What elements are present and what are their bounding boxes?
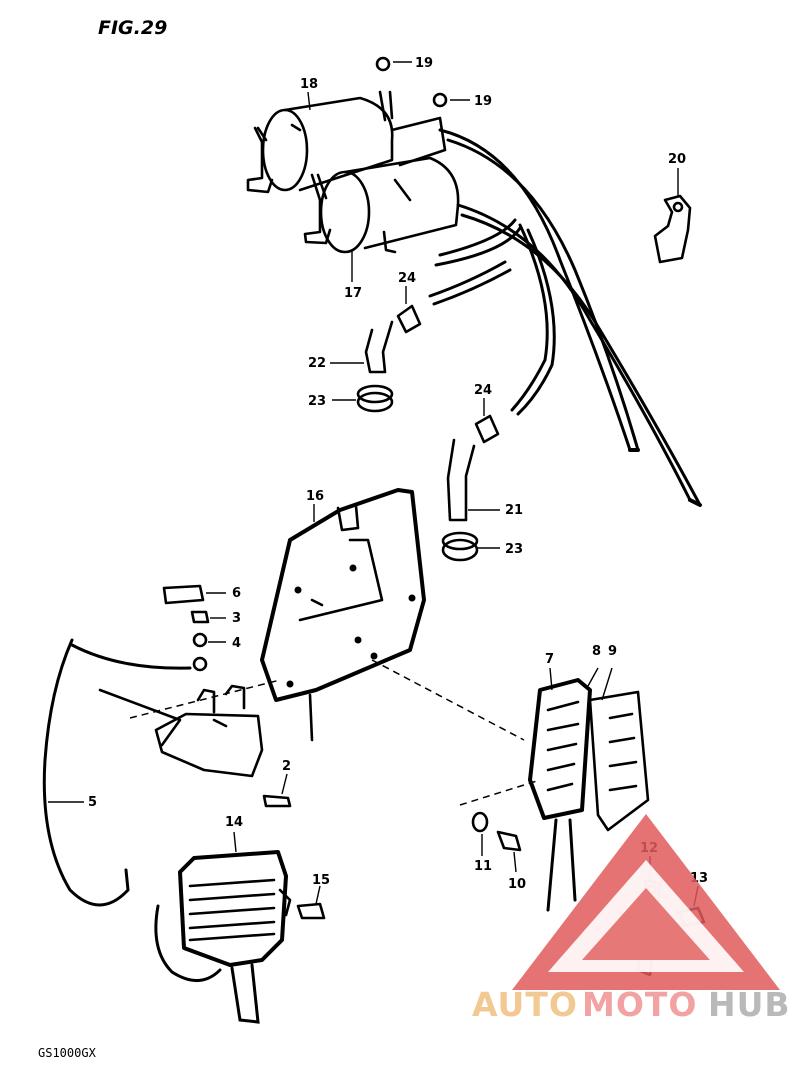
callout-label: 8 [592, 644, 601, 659]
callout-label: 22 [308, 356, 326, 371]
callout-label: 19 [415, 56, 433, 71]
figure-title: FIG.29 [98, 17, 167, 39]
callout-label: 24 [474, 383, 492, 398]
callout-label: 20 [668, 152, 686, 167]
callout-label: 21 [505, 503, 523, 518]
ignition-coil-upper [246, 90, 447, 194]
screw-15 [296, 902, 326, 920]
fuse-wire-b [568, 818, 577, 902]
plug-cap-21 [446, 438, 476, 522]
nut-3 [190, 610, 210, 624]
plug-cap-seal-23-a [356, 391, 394, 413]
callout-label: 17 [344, 286, 362, 301]
callout-label: 19 [474, 94, 492, 109]
callout-label: 11 [474, 859, 492, 874]
lead-joint-24-b [474, 414, 500, 444]
grommet-19-a [375, 56, 391, 72]
callout-labels: 19 19 18 20 17 24 22 23 24 21 23 16 6 3 … [48, 56, 708, 907]
grommet-19-b [432, 92, 448, 108]
callout-label: 9 [608, 644, 617, 659]
bolt-2 [262, 794, 292, 808]
callout-label: 23 [505, 542, 523, 557]
watermark-auto: AUTO [472, 985, 578, 1024]
fuse-box [528, 678, 650, 832]
callout-label: 3 [232, 611, 241, 626]
fuse-wire-a [546, 818, 558, 912]
washer-4 [192, 632, 208, 648]
starter-relay [154, 684, 264, 778]
washer-11 [471, 811, 489, 833]
callout-label: 10 [508, 877, 526, 892]
callout-label: 23 [308, 394, 326, 409]
callout-label: 15 [312, 873, 330, 888]
terminal-cover-6 [162, 584, 205, 605]
coil-mounting-plate-16 [260, 488, 426, 742]
callout-label: 7 [545, 652, 554, 667]
callout-label: 2 [282, 759, 291, 774]
callout-label: 4 [232, 636, 241, 651]
lead-joint-24-a [396, 304, 422, 334]
wire-clamp-20 [653, 194, 692, 264]
callout-label: 14 [225, 815, 243, 830]
model-code: GS1000GX [38, 1046, 97, 1060]
regulator-rectifier-14 [154, 850, 292, 1024]
lead-wire-5 [42, 638, 130, 907]
callout-label: 16 [306, 489, 324, 504]
automotohub-watermark: AUTO MOTO HUB [472, 814, 791, 1024]
callout-label: 6 [232, 586, 241, 601]
plug-cap-22 [364, 320, 394, 374]
callout-label: 24 [398, 271, 416, 286]
watermark-hub: HUB [708, 985, 791, 1024]
high-tension-leads [428, 128, 702, 507]
callout-label: 5 [88, 795, 97, 810]
ignition-coil-lower [303, 156, 460, 254]
screw-10 [496, 830, 522, 852]
watermark-moto: MOTO [582, 985, 697, 1024]
callout-label: 18 [300, 77, 318, 92]
plug-cap-seal-23-b [441, 538, 479, 562]
